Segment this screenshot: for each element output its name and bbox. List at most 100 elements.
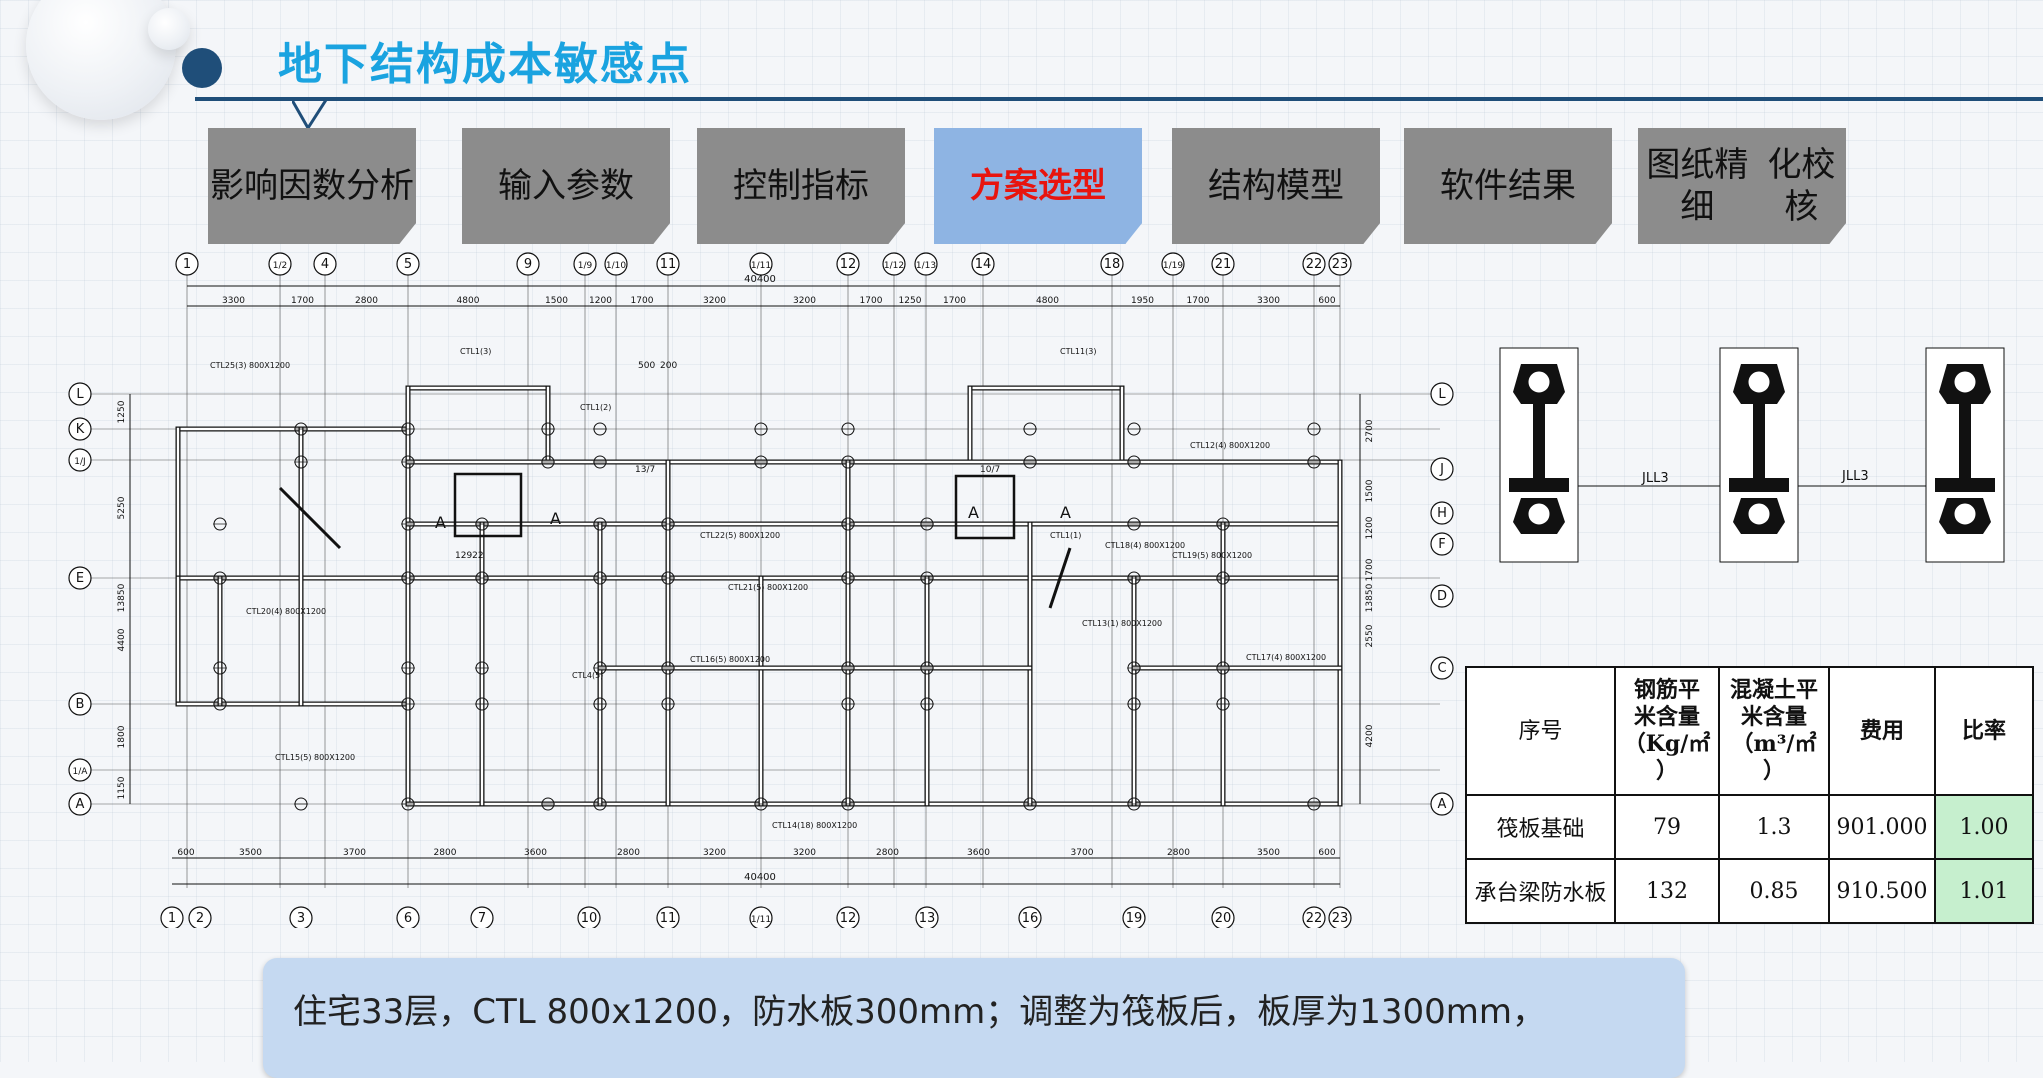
axis-top-label: 12 [840,257,857,272]
axis-top-label: 1 [183,257,191,272]
tab-label: 分析 [346,166,414,206]
axis-top-label: 1/11 [751,261,771,271]
beam-tag: CTL15(5) 800X1200 [275,753,355,762]
row-concrete: 1.3 [1718,794,1830,860]
section-c-pile-top [1953,370,1977,394]
section-label: JLL3 [1841,469,1869,484]
axis-left-label: 1/A [73,767,89,777]
axis-bottom-bubble [749,906,773,928]
beam-tag: CTL14(18) 800X1200 [772,821,857,830]
tab-3[interactable]: 控制指标 [697,128,905,244]
tab-label: 输入参数 [498,166,634,206]
diagonal-beam [1048,547,1072,609]
axis-right-label: J [1439,462,1444,477]
header-steel: 钢筋平米含量（Kg/㎡） [1614,666,1720,796]
axis-top-label: 11 [660,257,677,272]
row-ratio: 1.01 [1934,858,2034,924]
section-c-beam-web [1959,404,1971,488]
dim-right-label: 1200 [1365,516,1375,539]
section-c-beam-flange [1935,478,1995,492]
axis-top-label: 1/10 [606,261,626,271]
tab-label: 结构模型 [1208,166,1344,206]
dim-bottom-label: 3500 [239,848,262,858]
axis-bottom-label: 20 [1215,911,1232,926]
table-header-row: 序号 钢筋平米含量（Kg/㎡） 混凝土平米含量（m³/㎡） 费用 比率 [1465,666,2034,796]
dim-top-label: 1700 [291,296,314,306]
elevator-core [954,474,1016,540]
axis-bottom-bubble [1211,906,1235,928]
axis-top-bubble [1302,252,1326,276]
header-concrete: 混凝土平米含量（m³/㎡） [1718,666,1830,796]
elevator-core [453,472,523,538]
dim-bottom-label: 3500 [1257,848,1280,858]
beam-tag: CTL1(2) [580,403,611,412]
axis-left-bubble [68,417,92,441]
axis-top-label: 1/13 [916,261,936,271]
tab-6[interactable]: 软件结果 [1404,128,1612,244]
dim-bottom-label: 2800 [434,848,457,858]
axis-top-label: 4 [321,257,329,272]
beam-tag: CTL12(4) 800X1200 [1190,441,1270,450]
axis-top-bubble [1328,252,1352,276]
dim-right-label: 4200 [1365,724,1375,747]
note-text: 住宅33层，CTL 800x1200，防水板300mm；调整为筏板后，板厚为13… [293,992,1546,1032]
dim-left-label: 5250 [117,496,127,519]
axis-top-label: 1/12 [884,261,904,271]
axis-top-bubble [882,252,906,276]
axis-top-bubble [1100,252,1124,276]
tab-label: 化校核 [1767,145,1836,227]
beam-tag: CTL13(1) 800X1200 [1082,619,1162,628]
title-bullet [182,48,222,88]
dim-top-label: 3200 [793,296,816,306]
dim-top-label: 4800 [1036,296,1059,306]
row-name: 承台梁防水板 [1465,858,1616,924]
detail-label: 200 [660,361,677,371]
axis-top-label: 23 [1332,257,1349,272]
axis-bottom-label: 10 [581,911,598,926]
axis-left-label: B [76,697,85,712]
detail-label: 12922 [455,551,484,561]
dim-top-label: 1500 [545,296,568,306]
dim-left-label: 13850 [117,583,127,612]
axis-top-label: 1/2 [273,261,287,271]
tab-label: 方案选型 [970,166,1106,206]
axis-top-label: 5 [404,257,412,272]
axis-top-label: 1/19 [1163,261,1183,271]
axis-top-bubble [396,252,420,276]
axis-right-bubble [1430,501,1454,525]
tab-7[interactable]: 图纸精细化校核 [1638,128,1846,244]
dim-bottom-label: 3200 [703,848,726,858]
axis-right-label: D [1437,589,1447,604]
tab-5[interactable]: 结构模型 [1172,128,1380,244]
tab-label: 图纸精细 [1646,145,1749,227]
tab-1[interactable]: 影响因数分析 [208,128,416,244]
axis-right-label: L [1438,387,1446,402]
dim-bottom-label: 3700 [343,848,366,858]
dim-right-label: 1700 [1365,558,1375,581]
title-underline [195,97,2043,101]
beam-tag: CTL1(1) [1050,531,1081,540]
axis-bottom-bubble [188,906,212,928]
axis-bottom-label: 16 [1022,911,1039,926]
dim-bottom-label: 600 [177,848,194,858]
axis-right-bubble [1430,532,1454,556]
axis-right-bubble [1430,457,1454,481]
axis-top-bubble [971,252,995,276]
axis-right-bubble [1430,382,1454,406]
axis-top-bubble [836,252,860,276]
axis-bottom-bubble [577,906,601,928]
dim-right-label: 2550 [1365,624,1375,647]
axis-left-label: A [76,797,85,812]
beam-tag: CTL4(5) [572,671,603,680]
dim-right-label: 1500 [1365,479,1375,502]
axis-left-bubble [68,448,92,472]
tab-2[interactable]: 输入参数 [462,128,670,244]
beam-tag: CTL20(4) 800X1200 [246,607,326,616]
beam-tag: CTL21(5) 800X1200 [728,583,808,592]
tab-4[interactable]: 方案选型 [934,128,1142,244]
dim-left-label: 4400 [117,628,127,651]
note-box: 住宅33层，CTL 800x1200，防水板300mm；调整为筏板后，板厚为13… [263,958,1685,1078]
axis-top-bubble [914,252,938,276]
axis-top-bubble [749,252,773,276]
